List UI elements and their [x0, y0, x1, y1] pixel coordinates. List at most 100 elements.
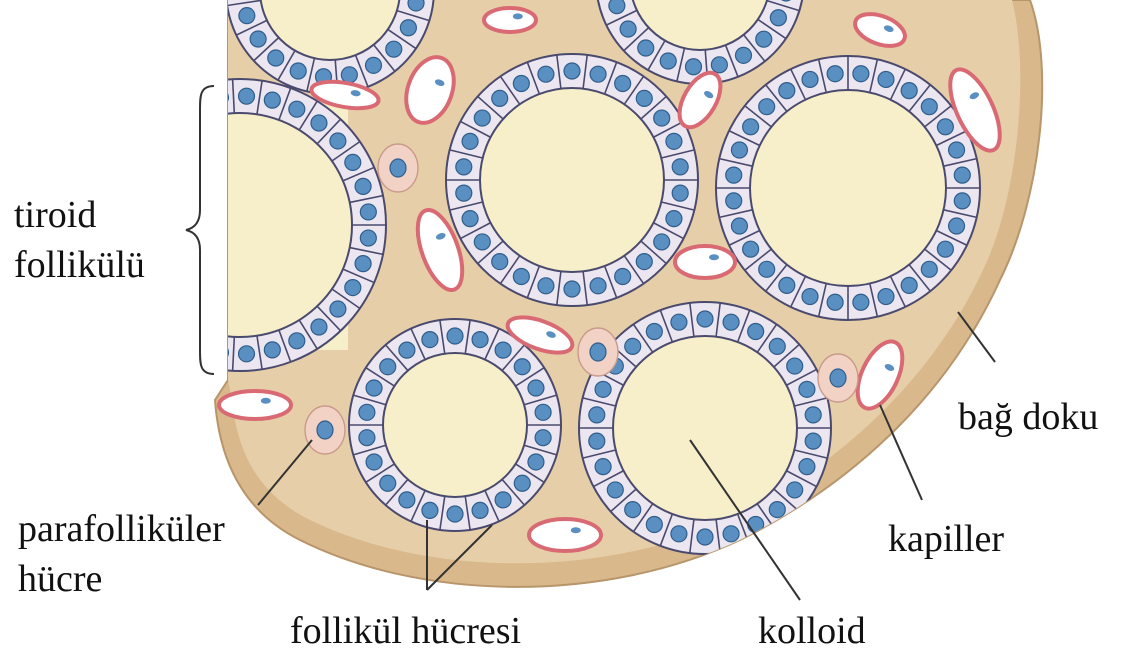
- capillary: [529, 519, 601, 551]
- follicle: [579, 302, 831, 554]
- colloid-lumen: [750, 90, 946, 286]
- follicle-cell-nucleus: [802, 71, 818, 87]
- follicle-cell-nucleus: [949, 142, 965, 158]
- follicle-cell-nucleus: [106, 191, 122, 207]
- follicle-cell-nucleus: [756, 31, 772, 47]
- colloid-lumen: [128, 113, 352, 337]
- follicle-cell-nucleus: [535, 404, 551, 420]
- follicle-cell-nucleus: [355, 178, 371, 194]
- follicle-cell-nucleus: [366, 57, 382, 73]
- follicle-cell-nucleus: [787, 482, 803, 498]
- follicle-cell-nucleus: [672, 185, 688, 201]
- follicle-cell-nucleus: [799, 459, 815, 475]
- follicle-cell-nucleus: [609, 0, 625, 14]
- follicle-cell-nucleus: [595, 381, 611, 397]
- follicle-cell-nucleus: [799, 381, 815, 397]
- follicle-cell-nucleus: [731, 142, 747, 158]
- follicle-cell-nucleus: [359, 404, 375, 420]
- follicle-cell-nucleus: [264, 342, 280, 358]
- cell-border: [176, 94, 191, 125]
- follicle-cell-nucleus: [654, 234, 670, 250]
- follicle-cell-nucleus: [787, 358, 803, 374]
- follicle-cell-nucleus: [474, 110, 490, 126]
- follicle-cell-nucleus: [380, 359, 396, 375]
- follicle-cell-nucleus: [697, 529, 713, 545]
- follicle-cell-nucleus: [447, 328, 463, 344]
- follicle-cell-nucleus: [853, 66, 869, 82]
- follicle-cell-nucleus: [399, 492, 415, 508]
- follicle-cell-nucleus: [636, 90, 652, 106]
- follicle-cell-nucleus: [513, 269, 529, 285]
- capillary: [675, 246, 735, 278]
- follicle-cell-nucleus: [143, 124, 159, 140]
- follicle-cell-nucleus: [769, 338, 785, 354]
- parafollicular-nucleus: [590, 343, 606, 361]
- cell-border: [176, 326, 191, 357]
- follicle-cell-nucleus: [126, 143, 142, 159]
- follicle-bracket: [186, 86, 214, 374]
- capillary-wall: [529, 519, 601, 551]
- follicle-cell-nucleus: [711, 57, 727, 73]
- follicle: [446, 54, 698, 306]
- label-thyroid-follicle-line1: tiroid: [14, 196, 96, 234]
- follicle-cell-nucleus: [671, 314, 687, 330]
- label-connective-tissue: bağ doku: [958, 398, 1098, 436]
- follicle-cell-nucleus: [386, 41, 402, 57]
- follicle-cell-nucleus: [472, 332, 488, 348]
- cell-border: [203, 333, 212, 366]
- follicle-cell-nucleus: [636, 254, 652, 270]
- follicle-cell-nucleus: [399, 342, 415, 358]
- follicle-cell-nucleus: [779, 83, 795, 99]
- follicle-cell-nucleus: [126, 291, 142, 307]
- follicle-cell-nucleus: [743, 119, 759, 135]
- follicle-cell-nucleus: [901, 83, 917, 99]
- follicle-cell-nucleus: [726, 193, 742, 209]
- colloid-lumen: [383, 353, 527, 497]
- follicle-cell-nucleus: [954, 193, 970, 209]
- cell-border: [129, 298, 155, 320]
- follicle-cell-nucleus: [805, 433, 821, 449]
- label-follicle-cell: follikül hücresi: [290, 612, 521, 650]
- follicle-cell-nucleus: [672, 159, 688, 175]
- follicle-cell-nucleus: [408, 0, 424, 11]
- follicle-cell-nucleus: [937, 241, 953, 257]
- follicle-cell-nucleus: [685, 59, 701, 75]
- follicle-cell-nucleus: [239, 8, 255, 24]
- follicle-cell-nucleus: [853, 294, 869, 310]
- follicle-cell-nucleus: [726, 167, 742, 183]
- follicle-cell-nucleus: [878, 289, 894, 305]
- follicle-cell-nucleus: [646, 323, 662, 339]
- follicle-cell-nucleus: [330, 133, 346, 149]
- follicle-cell-nucleus: [268, 50, 284, 66]
- follicle-cell-nucleus: [949, 218, 965, 234]
- follicle-cell-nucleus: [462, 133, 478, 149]
- follicle-cell-nucleus: [666, 133, 682, 149]
- follicle-cell-nucleus: [748, 517, 764, 533]
- follicle-cell-nucleus: [654, 110, 670, 126]
- capillary-wall: [219, 391, 291, 419]
- cell-border: [95, 236, 129, 239]
- follicle-cell-nucleus: [528, 380, 544, 396]
- capillary: [484, 8, 536, 32]
- follicle-cell-nucleus: [615, 75, 631, 91]
- follicle-cell-nucleus: [736, 47, 752, 63]
- follicle-cell-nucleus: [921, 99, 937, 115]
- follicle-cell-nucleus: [495, 492, 511, 508]
- parafollicular-nucleus: [830, 369, 846, 387]
- parafollicular-nucleus: [390, 159, 406, 177]
- follicle-cell-nucleus: [607, 482, 623, 498]
- follicle-cell-nucleus: [492, 254, 508, 270]
- capillary-wall: [675, 246, 735, 278]
- follicle-cell-nucleus: [290, 63, 306, 79]
- follicle-cell-nucleus: [239, 88, 255, 104]
- follicle-cell-nucleus: [743, 241, 759, 257]
- label-colloid: kolloid: [758, 612, 866, 650]
- follicle-cell-nucleus: [311, 319, 327, 335]
- follicle-cell-nucleus: [239, 346, 255, 362]
- cell-border: [151, 314, 172, 341]
- follicle-cell-nucleus: [360, 204, 376, 220]
- endothelial-nucleus: [709, 254, 719, 260]
- follicle-cell-nucleus: [666, 211, 682, 227]
- follicle-cell-nucleus: [345, 154, 361, 170]
